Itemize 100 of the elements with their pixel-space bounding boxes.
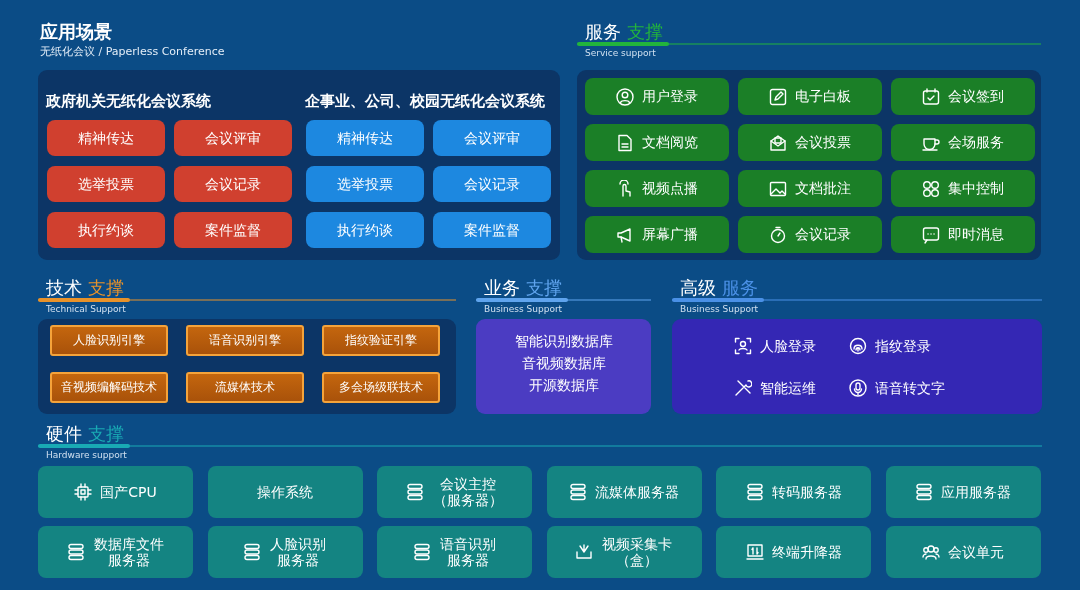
tile-label: 国产CPU <box>100 483 157 501</box>
feature-tile <box>47 212 165 248</box>
tile-label: 会议主控（服务器） <box>431 475 504 509</box>
tile-label: 会议单元 <box>948 543 1004 561</box>
tile-label: 会议签到 <box>948 88 1004 105</box>
tile-label: 视频采集卡（盒） <box>601 535 673 569</box>
tile-label: 用户登录 <box>642 88 698 105</box>
tile-label: 流媒体服务器 <box>595 483 679 501</box>
tile-label: 精神传达 <box>337 129 393 147</box>
tile-label: 集中控制 <box>948 180 1004 197</box>
feature-tile <box>377 466 532 518</box>
tile-label: 电子白板 <box>795 88 851 105</box>
tile-label: 选举投票 <box>337 175 393 193</box>
feature-label: 人脸登录 <box>760 337 816 355</box>
group-heading: 政府机关无纸化会议系统 <box>46 92 211 111</box>
feature-tile <box>891 124 1035 161</box>
section-subtitle: Service support <box>585 48 656 58</box>
feature-tile <box>433 120 551 156</box>
feature-tile <box>306 166 424 202</box>
feature-tile <box>891 216 1035 253</box>
tile-label: 终端升降器 <box>771 543 842 561</box>
feature-tile <box>585 216 729 253</box>
feature-tile <box>174 212 292 248</box>
tile-label: 语音识别引擎 <box>209 333 281 348</box>
section-subtitle: Technical Support <box>46 304 126 314</box>
section-title: 业务 <box>484 277 520 298</box>
section-title: 技术 <box>46 277 82 298</box>
tile-label: 数据库文件服务器 <box>92 535 165 569</box>
tile-label: 语音识别服务器 <box>438 535 497 569</box>
tile-label: 会议评审 <box>464 129 520 147</box>
feature-tile <box>433 166 551 202</box>
feature-tile <box>891 78 1035 115</box>
tile-label: 多会场级联技术 <box>339 380 423 395</box>
tile-label: 人脸识别引擎 <box>73 333 145 348</box>
tile-label: 会议记录 <box>795 226 851 243</box>
feature-label: 智能运维 <box>760 379 816 397</box>
feature-tile <box>738 78 882 115</box>
section-title: 服务 <box>585 21 621 42</box>
feature-tile <box>174 120 292 156</box>
feature-label: 语音转文字 <box>875 379 945 397</box>
feature-tile <box>38 526 193 578</box>
tile-label: 流媒体技术 <box>215 380 275 395</box>
section-title: 高级 <box>680 277 716 298</box>
section-title: 硬件 <box>46 423 82 444</box>
feature-tile <box>546 526 702 578</box>
tile-label: 音视频编解码技术 <box>61 380 157 395</box>
feature-tile <box>207 526 363 578</box>
section-title-accent: 支撑 <box>88 423 124 444</box>
feature-tile <box>585 170 729 207</box>
section-subtitle: Hardware support <box>46 450 127 460</box>
feature-tile <box>47 166 165 202</box>
feature-tile <box>738 124 882 161</box>
engine-tile <box>186 325 304 356</box>
tile-label: 案件监督 <box>205 221 261 239</box>
tile-label: 执行约谈 <box>337 221 393 239</box>
tile-label: 会场服务 <box>948 134 1004 151</box>
feature-tile <box>207 466 363 518</box>
feature-tile <box>891 170 1035 207</box>
feature-tile <box>885 466 1041 518</box>
engine-tile <box>322 372 440 403</box>
section-title: 应用场景 <box>40 20 112 44</box>
feature-tile <box>885 526 1041 578</box>
feature-label: 指纹登录 <box>875 337 931 355</box>
group-heading: 企事业、公司、校园无纸化会议系统 <box>305 92 545 111</box>
engine-tile <box>50 372 168 403</box>
tile-label: 会议记录 <box>464 175 520 193</box>
section-title-accent: 支撑 <box>526 277 562 298</box>
feature-tile <box>716 526 871 578</box>
tile-label: 精神传达 <box>78 129 134 147</box>
feature-tile <box>433 212 551 248</box>
engine-tile <box>322 325 440 356</box>
section-title-accent: 支撑 <box>88 277 124 298</box>
engine-tile <box>186 372 304 403</box>
tile-label: 会议评审 <box>205 129 261 147</box>
tile-label: 视频点播 <box>642 180 698 197</box>
section-title-accent: 服务 <box>722 277 758 298</box>
feature-tile <box>738 216 882 253</box>
feature-tile <box>716 466 871 518</box>
feature-tile <box>38 466 193 518</box>
tile-label: 应用服务器 <box>941 483 1011 501</box>
tile-label: 会议记录 <box>205 175 261 193</box>
tile-label: 屏幕广播 <box>642 226 698 243</box>
tile-label: 即时消息 <box>948 226 1004 243</box>
section-subtitle: 无纸化会议 / Paperless Conference <box>40 44 225 59</box>
tile-label: 文档阅览 <box>642 134 698 151</box>
feature-tile <box>306 120 424 156</box>
tile-label: 会议投票 <box>795 134 851 151</box>
feature-tile <box>306 212 424 248</box>
database-name: 开源数据库 <box>527 377 600 395</box>
section-subtitle: Business Support <box>680 304 759 314</box>
tile-label: 案件监督 <box>464 221 520 239</box>
feature-tile <box>585 124 729 161</box>
tile-label: 执行约谈 <box>78 221 134 239</box>
feature-tile <box>546 466 702 518</box>
tile-label: 文档批注 <box>795 180 851 197</box>
database-name: 智能识别数据库 <box>513 333 614 351</box>
tile-label: 转码服务器 <box>771 483 842 501</box>
feature-tile <box>738 170 882 207</box>
section-subtitle: Business Support <box>484 304 563 314</box>
feature-tile <box>47 120 165 156</box>
